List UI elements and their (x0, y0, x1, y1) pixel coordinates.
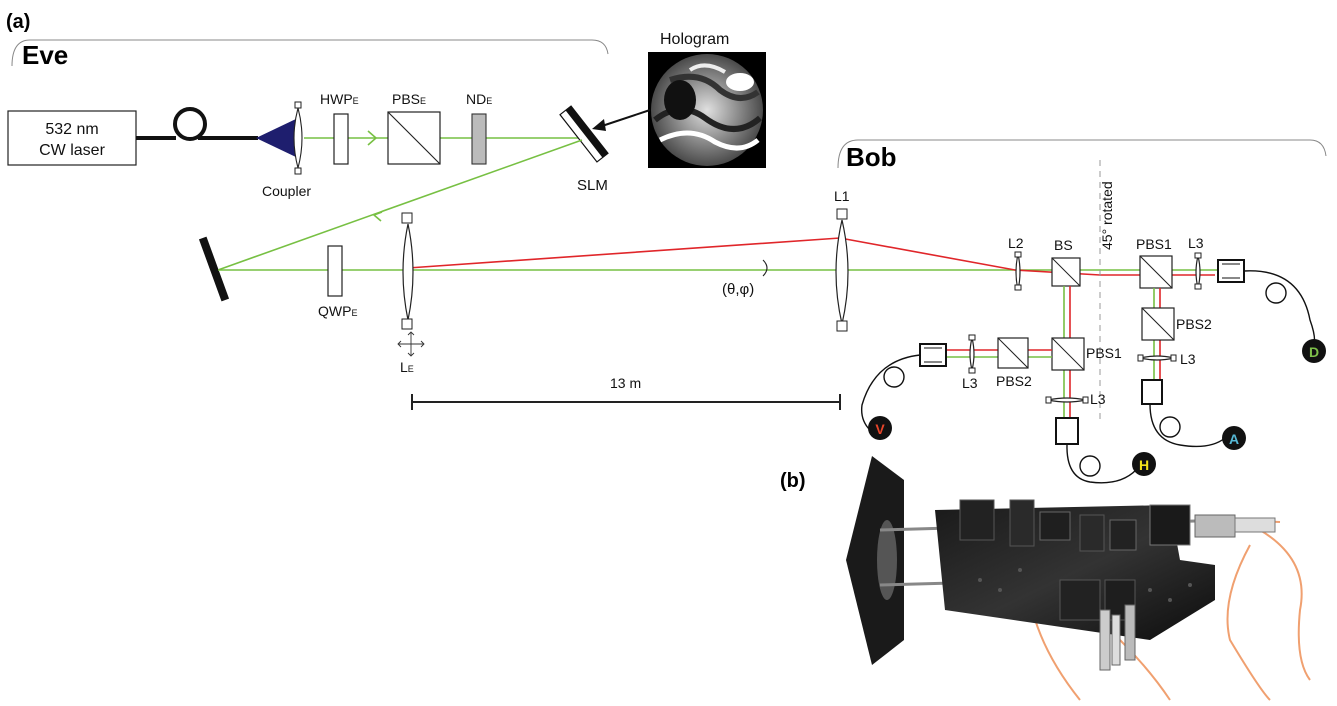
fiber-coupler-v (919, 343, 947, 367)
detector-a-letter: A (1229, 431, 1239, 447)
detector-v: V (868, 416, 892, 440)
distance-label: 13 m (610, 375, 641, 391)
green-beam-reflected (217, 139, 583, 271)
pbs2-right-label: PBS2 (1176, 316, 1212, 332)
fiber-coupler-h (1055, 417, 1079, 445)
hwp-plate (333, 113, 349, 165)
bob-title: Bob (846, 142, 897, 172)
fiber-coupler-d (1217, 259, 1245, 283)
pbs2-left-label: PBS2 (996, 373, 1032, 389)
l3-right-label: L3 (1180, 351, 1196, 367)
laser-box (7, 110, 137, 166)
pbs-e-label: PBSE (392, 91, 426, 107)
laser-line2: CW laser (39, 142, 105, 159)
hologram-arrow (601, 109, 651, 127)
le-label: LE (400, 359, 414, 375)
le-lens (402, 223, 414, 321)
angle-label: (θ,φ) (722, 281, 754, 298)
fiber-coupler-a (1141, 379, 1163, 405)
panel-label-a: (a) (6, 11, 30, 33)
l1-label: L1 (834, 188, 850, 204)
eve-title: Eve (22, 40, 68, 70)
qwp-plate (327, 245, 343, 297)
red-beam-tilted (407, 237, 1215, 276)
l3-bottom-lens (1047, 397, 1087, 403)
fiber-loop (173, 107, 207, 141)
detector-h-letter: H (1139, 457, 1149, 473)
nd-filter (471, 113, 487, 165)
detector-v-letter: V (875, 421, 885, 437)
rotated-label: 45° rotated (1099, 181, 1115, 250)
l1-lens (835, 219, 849, 325)
detector-d: D (1302, 339, 1326, 363)
l3-top-lens (1195, 255, 1201, 289)
detector-h: H (1132, 452, 1156, 476)
bob-setup-photo (846, 456, 1311, 701)
panel-label-b: (b) (780, 470, 806, 492)
move-cross-icon (397, 331, 425, 357)
bob-bracket (837, 139, 1327, 169)
l2-label: L2 (1008, 235, 1024, 251)
l3-bottom-label: L3 (1090, 391, 1106, 407)
hwp-label: HWPE (320, 91, 359, 107)
detector-a: A (1222, 426, 1246, 450)
pbs1-top-label: PBS1 (1136, 236, 1172, 252)
detector-d-letter: D (1309, 344, 1319, 360)
eve-bracket (11, 39, 609, 67)
mirror (198, 236, 230, 302)
l3-top-label: L3 (1188, 235, 1204, 251)
pbs1-left-label: PBS1 (1086, 345, 1122, 361)
qwp-label: QWPE (318, 303, 357, 319)
laser-line1: 532 nm (45, 121, 98, 138)
coupler-cone (256, 118, 298, 158)
bs-label: BS (1054, 237, 1073, 253)
nd-label: NDE (466, 91, 492, 107)
angle-arc (762, 259, 768, 277)
coupler-label: Coupler (262, 183, 311, 199)
hologram-label: Hologram (660, 31, 729, 48)
l3-left-lens (969, 337, 975, 371)
coupler-lens (293, 105, 303, 171)
l3-right-lens (1139, 355, 1175, 361)
hologram-image (648, 52, 766, 168)
l3-left-label: L3 (962, 375, 978, 391)
slm-label: SLM (577, 177, 608, 194)
